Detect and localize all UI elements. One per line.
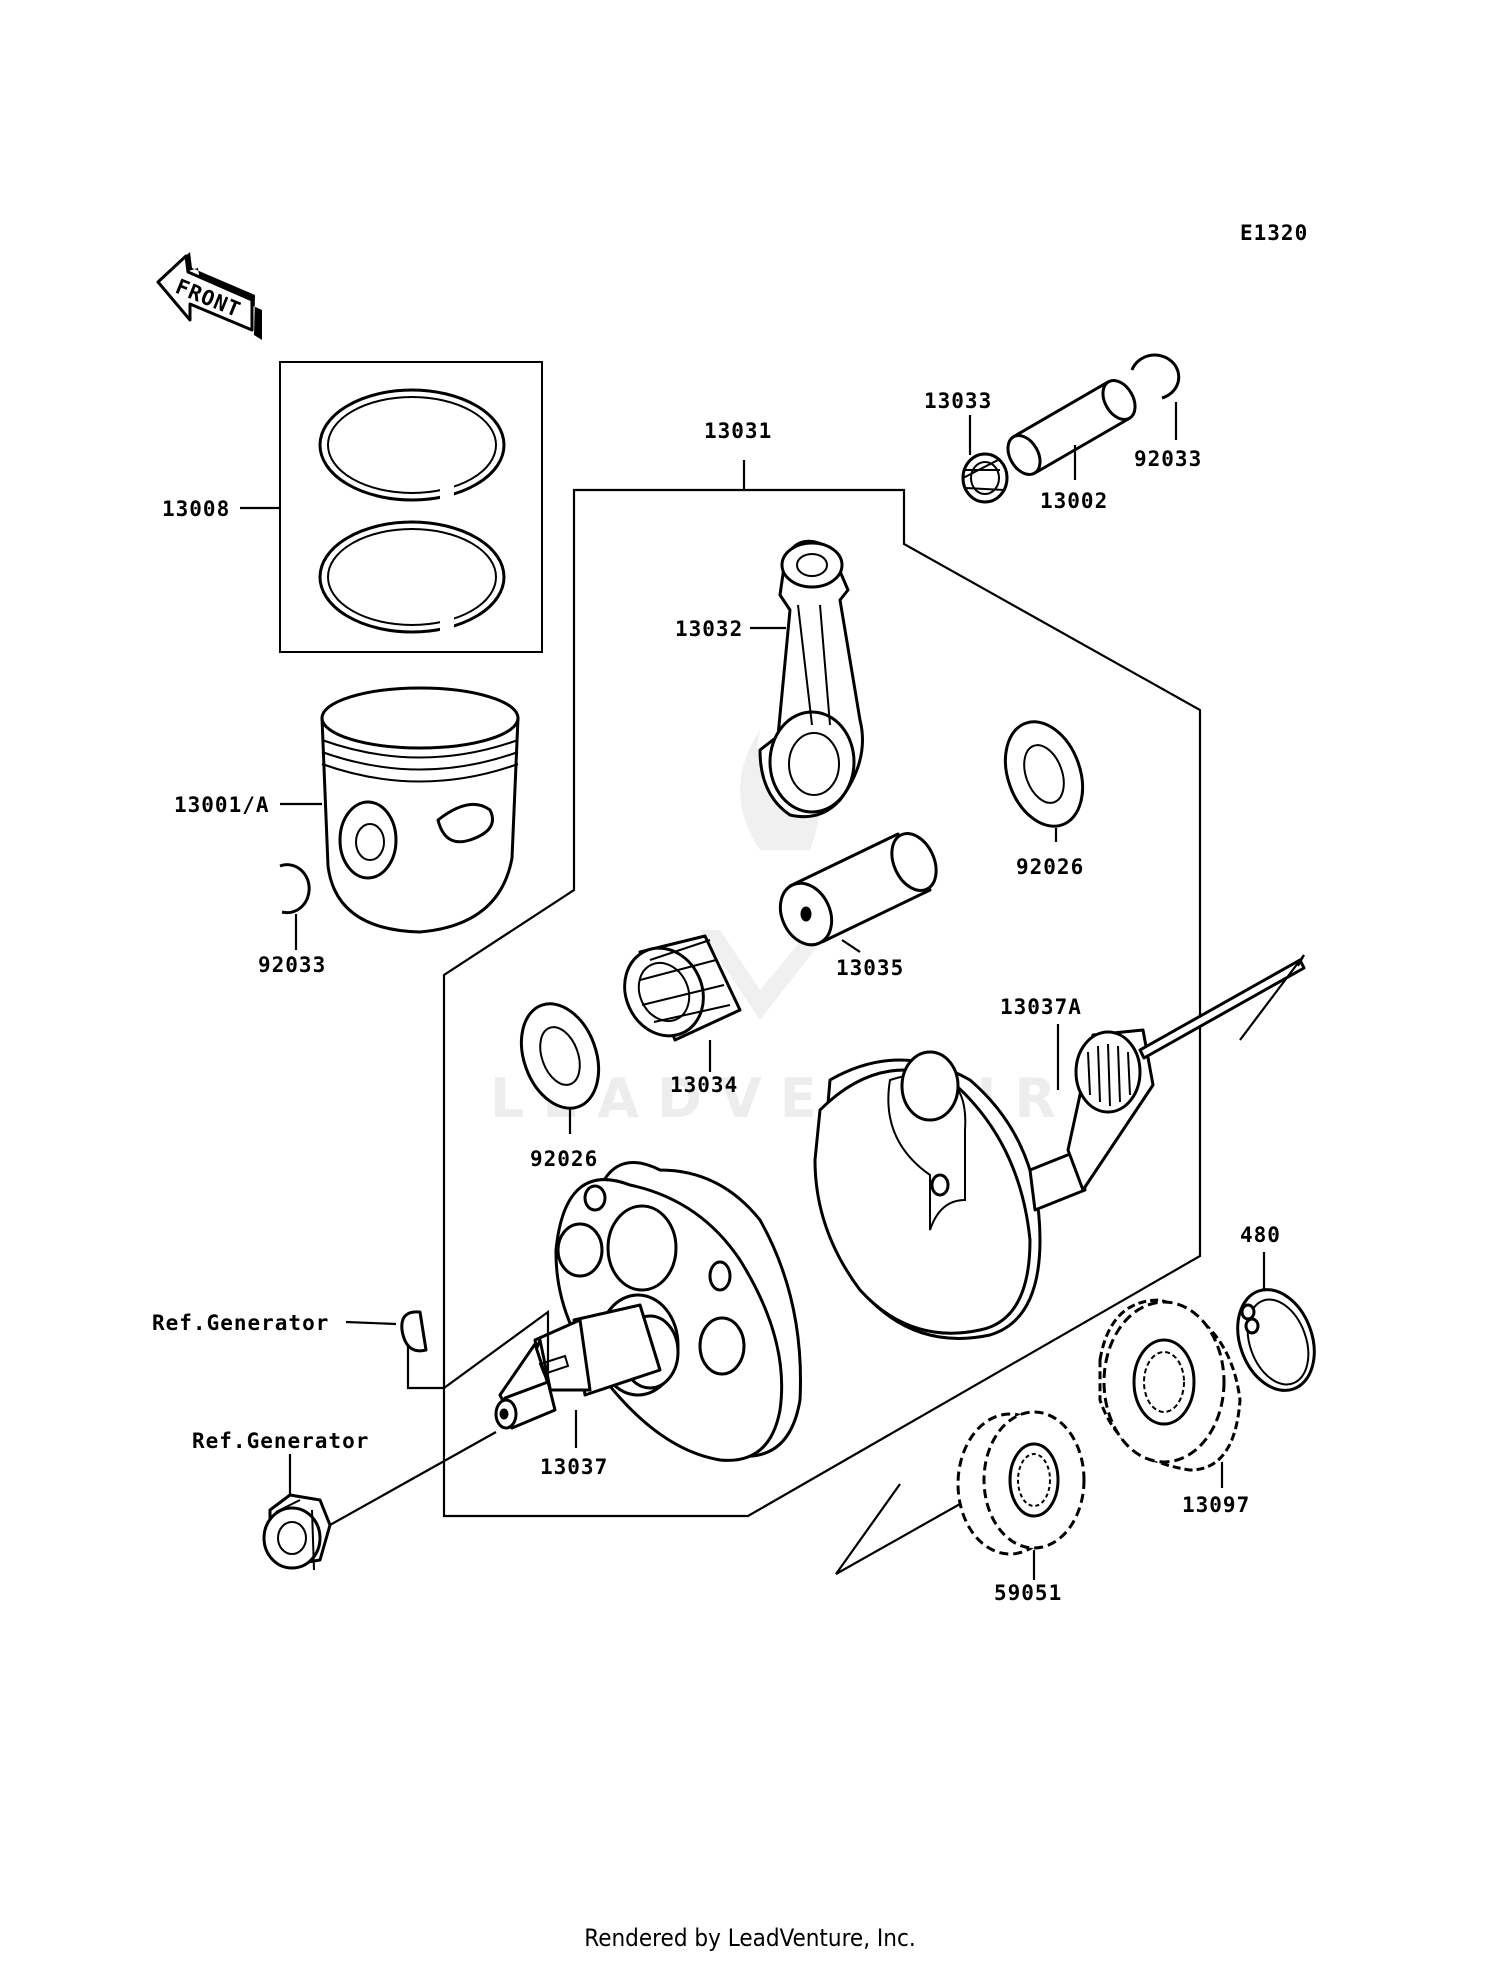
front-arrow-icon: FRONT — [156, 252, 262, 340]
svg-text:13002: 13002 — [1040, 489, 1108, 513]
piston-rings — [279, 361, 543, 653]
svg-text:92026: 92026 — [1016, 855, 1084, 879]
callout-ref-gen-1: Ref.Generator — [152, 1311, 397, 1335]
piston-clip-left — [279, 863, 311, 915]
diagram-code: E1320 — [1240, 221, 1308, 245]
callout-crank-left: 13037 — [540, 1410, 608, 1479]
crankshaft-assembly-outline — [442, 460, 1202, 1518]
callout-rings: 13008 — [162, 497, 280, 521]
crank-half-right — [813, 958, 1306, 1340]
thrust-washer-left — [519, 1002, 601, 1110]
piston-clip-right — [1130, 353, 1181, 400]
callout-crank-assy: 13031 — [704, 419, 772, 443]
svg-text:13001/A: 13001/A — [174, 793, 270, 817]
svg-text:Ref.Generator: Ref.Generator — [152, 1311, 329, 1335]
zigzag-right — [1239, 954, 1305, 1041]
flange-nut — [262, 1493, 332, 1571]
svg-text:13035: 13035 — [836, 956, 904, 980]
callout-washer-right: 92026 — [1016, 828, 1084, 879]
crank-gear-small — [956, 1410, 1086, 1556]
thrust-washer-right — [1003, 720, 1085, 828]
callout-needle-small: 13033 — [924, 389, 992, 455]
svg-text:13037: 13037 — [540, 1455, 608, 1479]
callout-pin: 13002 — [1040, 445, 1108, 513]
nut-leader — [329, 1431, 497, 1526]
callout-gear-small: 59051 — [994, 1550, 1062, 1605]
key-ref-frame — [406, 1309, 550, 1390]
crank-pin — [778, 832, 938, 947]
connecting-rod — [758, 539, 864, 819]
svg-text:92033: 92033 — [258, 953, 326, 977]
callout-needle-big: 13034 — [670, 1040, 738, 1097]
callout-conrod: 13032 — [675, 617, 786, 641]
callout-clip-right: 92033 — [1134, 402, 1202, 471]
svg-text:Ref.Generator: Ref.Generator — [192, 1429, 369, 1453]
needle-bearing-big — [623, 934, 742, 1042]
zigzag-left — [835, 1483, 961, 1575]
callout-circlip: 480 — [1240, 1223, 1281, 1290]
woodruff-key — [400, 1310, 428, 1353]
svg-text:92033: 92033 — [1134, 447, 1202, 471]
primary-gear-large — [1098, 1298, 1242, 1472]
svg-text:13034: 13034 — [670, 1073, 738, 1097]
crank-half-left — [494, 1161, 802, 1462]
callout-crank-right: 13037A — [1000, 995, 1082, 1090]
needle-bearing-small — [961, 452, 1009, 504]
callout-piston: 13001/A — [174, 793, 322, 817]
circlip — [1236, 1288, 1316, 1392]
svg-text:59051: 59051 — [994, 1581, 1062, 1605]
callout-gear-big: 13097 — [1182, 1462, 1250, 1517]
svg-text:13008: 13008 — [162, 497, 230, 521]
svg-text:92026: 92026 — [530, 1147, 598, 1171]
callout-ref-gen-2: Ref.Generator — [192, 1429, 369, 1496]
callout-crankpin: 13035 — [836, 939, 904, 980]
svg-text:13037A: 13037A — [1000, 995, 1082, 1019]
piston — [320, 686, 520, 934]
svg-text:13032: 13032 — [675, 617, 743, 641]
svg-text:13033: 13033 — [924, 389, 992, 413]
callout-clip-left: 92033 — [258, 914, 326, 977]
callout-washer-left: 92026 — [530, 1108, 598, 1171]
svg-text:13097: 13097 — [1182, 1493, 1250, 1517]
svg-text:13031: 13031 — [704, 419, 772, 443]
piston-pin — [1006, 379, 1137, 476]
svg-text:480: 480 — [1240, 1223, 1281, 1247]
footer-credit: Rendered by LeadVenture, Inc. — [584, 1924, 916, 1952]
